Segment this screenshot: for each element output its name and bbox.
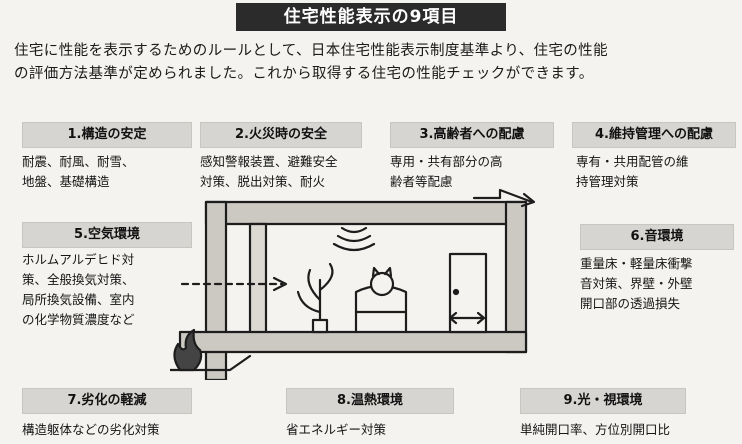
item-4-desc: 専有・共用配管の維 持管理対策 — [576, 152, 736, 192]
item-5-desc-line: 局所換気設備、室内 — [22, 292, 135, 307]
item-6-desc-line: 音対策、界壁・外壁 — [580, 276, 693, 291]
item-1-label: 1.構造の安定 — [22, 122, 192, 148]
intro-text: 住宅に性能を表示するためのルールとして、日本住宅性能表示制度基準より、住宅の性能… — [14, 40, 734, 86]
item-4-label: 4.維持管理への配慮 — [572, 122, 736, 148]
item-1-desc-line: 耐震、耐風、耐雪、 — [22, 154, 135, 169]
item-8-desc: 省エネルギー対策 — [286, 420, 456, 440]
plant-pot — [311, 318, 329, 334]
item-3-desc-line: 専用・共有部分の高 — [390, 154, 503, 169]
item-1-desc: 耐震、耐風、耐雪、 地盤、基礎構造 — [22, 152, 192, 192]
intro-line-1: 住宅に性能を表示するためのルールとして、日本住宅性能表示制度基準より、住宅の性能 — [14, 43, 608, 59]
item-3-desc-line: 齢者等配慮 — [390, 174, 453, 189]
right-wall — [504, 200, 528, 354]
cat-ears-icon — [371, 266, 393, 278]
left-wall — [204, 200, 228, 380]
item-6-desc: 重量床・軽量床衝撃 音対策、界壁・外壁 開口部の透過損失 — [580, 254, 738, 314]
inner-column — [248, 222, 268, 336]
intro-line-2: の評価方法基準が定められました。これから取得する住宅の性能チェックができます。 — [14, 66, 594, 82]
item-3-label: 3.高齢者への配慮 — [390, 122, 554, 148]
item-4-desc-line: 専有・共用配管の維 — [576, 154, 689, 169]
item-8-label: 8.温熱環境 — [286, 388, 454, 414]
item-4-desc-line: 持管理対策 — [576, 174, 639, 189]
item-6-desc-line: 開口部の透過損失 — [580, 296, 681, 311]
fire-icon — [173, 328, 203, 372]
item-5-desc-line: ホルムアルデヒド対 — [22, 252, 135, 267]
cat-head-icon — [369, 271, 395, 297]
item-7-label: 7.劣化の軽減 — [22, 388, 192, 414]
house-cross-section-illustration — [170, 188, 536, 380]
floor-slab — [178, 330, 528, 354]
vent-arrow-head-icon — [520, 192, 536, 208]
step-arrow-icon — [448, 311, 486, 325]
item-5-desc-line: の化学物質濃度など — [22, 312, 135, 327]
item-5-label: 5.空気環境 — [22, 222, 192, 248]
item-9-desc: 単純開口率、方位別開口比 — [520, 420, 730, 440]
item-9-desc-line: 単純開口率、方位別開口比 — [520, 422, 671, 437]
item-2-desc-line: 対策、脱出対策、耐火 — [200, 174, 326, 189]
item-7-desc: 構造躯体などの劣化対策 — [22, 420, 222, 440]
plant-icon — [296, 262, 334, 334]
air-arrow-head-icon — [272, 276, 288, 292]
item-6-label: 6.音環境 — [580, 224, 734, 250]
page-title: 住宅性能表示の9項目 — [236, 3, 506, 31]
item-2-label: 2.火災時の安全 — [200, 122, 362, 148]
vent-arrow-icon — [472, 188, 534, 204]
item-2-desc-line: 感知警報装置、避難安全 — [200, 154, 338, 169]
item-6-desc-line: 重量床・軽量床衝撃 — [580, 256, 693, 271]
item-2-desc: 感知警報装置、避難安全 対策、脱出対策、耐火 — [200, 152, 380, 192]
item-5-desc: ホルムアルデヒド対 策、全般換気対策、 局所換気設備、室内 の化学物質濃度など — [22, 250, 192, 330]
item-3-desc: 専用・共有部分の高 齢者等配慮 — [390, 152, 560, 192]
item-9-label: 9.光・視環境 — [520, 388, 686, 414]
sound-wave-icon — [332, 226, 376, 252]
item-5-desc-line: 策、全般換気対策、 — [22, 272, 135, 287]
item-1-desc-line: 地盤、基礎構造 — [22, 174, 110, 189]
roof-slab — [204, 200, 526, 226]
item-8-desc-line: 省エネルギー対策 — [286, 422, 387, 437]
item-7-desc-line: 構造躯体などの劣化対策 — [22, 422, 160, 437]
door-knob — [452, 288, 460, 296]
